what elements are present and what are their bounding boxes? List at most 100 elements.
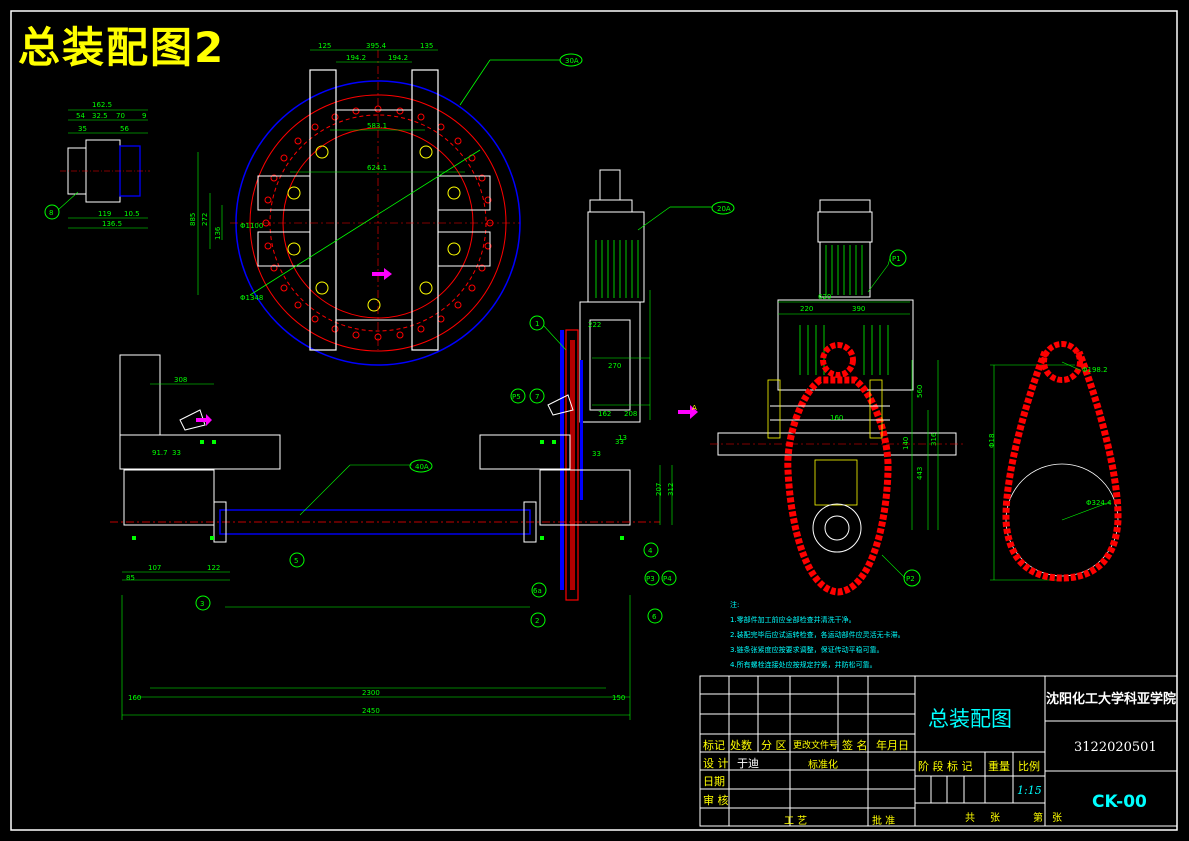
dim-front-107: 107 xyxy=(148,564,161,572)
dim-small-54: 54 xyxy=(76,112,85,120)
title-block-code-number: 3122020501 xyxy=(1074,740,1157,755)
check-label: 审 核 xyxy=(703,794,729,807)
dim-624: 624.1 xyxy=(367,164,387,172)
dim-chain-620: 620 xyxy=(818,293,831,301)
dim-small-162: 162.5 xyxy=(92,101,112,109)
callout-20a: 20A xyxy=(717,205,731,213)
dim-front-91: 91.7 xyxy=(152,449,168,457)
note-line: 1.零部件加工前应全部检查并清洗干净。 xyxy=(730,616,856,624)
callout-6a: 6a xyxy=(533,587,542,595)
dim-chain-560: 560 xyxy=(916,385,924,398)
title-block-drawing-code: CK-00 xyxy=(1092,792,1147,812)
approve-label: 批 准 xyxy=(872,816,896,827)
note-line: 3.链条张紧度应按要求调整，保证传动平稳可靠。 xyxy=(730,646,884,654)
design-label: 设 计 xyxy=(703,757,729,770)
dim-small-70: 70 xyxy=(116,112,125,120)
title-block-school: 沈阳化工大学科亚学院 xyxy=(1046,692,1177,707)
callout-p5: P5 xyxy=(512,393,521,401)
callout-7: 7 xyxy=(535,393,539,401)
callout-a: A xyxy=(692,404,697,412)
dim-272: 272 xyxy=(201,213,209,226)
dim-front-33b: 33 xyxy=(615,438,624,446)
dim-135: 135 xyxy=(420,42,433,50)
dim-125: 125 xyxy=(318,42,331,50)
dim-front-312: 312 xyxy=(667,483,675,496)
dim-loop-198: Φ198.2 xyxy=(1082,366,1108,374)
chain-loop-view xyxy=(990,341,1122,582)
page-label: 第 xyxy=(1033,813,1043,824)
dim-chain-443: 443 xyxy=(916,467,924,480)
total-label: 共 xyxy=(965,813,975,824)
header-count: 处数 xyxy=(730,739,752,752)
dim-loop-324: Φ324.4 xyxy=(1086,499,1112,507)
dim-small-35: 35 xyxy=(78,125,87,133)
notes-heading: 注: xyxy=(730,601,740,609)
top-view xyxy=(197,49,583,366)
dim-395: 395.4 xyxy=(366,42,387,50)
dim-front-122: 122 xyxy=(207,564,220,572)
dim-front-308: 308 xyxy=(174,376,187,384)
dim-side-162: 162 xyxy=(598,410,611,418)
callout-p1: P1 xyxy=(892,255,901,263)
callout-3: 3 xyxy=(200,600,204,608)
dim-583: 583.1 xyxy=(367,122,387,130)
dim-194b: 194.2 xyxy=(388,54,408,62)
stage-label: 阶 段 标 记 xyxy=(918,760,973,773)
dim-front-2450: 2450 xyxy=(362,707,380,715)
standardization-label: 标准化 xyxy=(808,760,838,771)
notes-block: 注: 1.零部件加工前应全部检查并清洗干净。 2.装配完毕后应试运转检查，各运动… xyxy=(730,598,905,673)
big-title: 总装配图2 xyxy=(18,23,226,72)
callout-30a: 30A xyxy=(565,57,579,65)
dim-small-56: 56 xyxy=(120,125,129,133)
ratio-label: 比例 xyxy=(1018,760,1040,773)
chain-view xyxy=(710,199,965,596)
dim-loop-18: Φ18 xyxy=(988,434,996,448)
dim-small-119: 119 xyxy=(98,210,111,218)
weight-label: 重量 xyxy=(988,760,1010,773)
dim-front-160: 160 xyxy=(128,694,141,702)
dim-front-33c: 33 xyxy=(592,450,601,458)
dim-1100: Φ1100 xyxy=(240,222,263,230)
dim-small-136: 136.5 xyxy=(102,220,122,228)
callout-4: 4 xyxy=(648,547,653,555)
callout-2: 2 xyxy=(535,617,539,625)
dim-chain-140: 140 xyxy=(902,437,910,450)
title-block-scale: 1:15 xyxy=(1017,784,1042,797)
callout-6: 6 xyxy=(652,613,657,621)
dim-885: 885 xyxy=(189,213,197,226)
dim-small-32: 32.5 xyxy=(92,112,108,120)
callout-p3: P3 xyxy=(646,575,655,583)
dim-small-9: 9 xyxy=(142,112,146,120)
front-view xyxy=(110,354,677,720)
dim-front-85: 85 xyxy=(126,574,135,582)
dim-chain-160: 160 xyxy=(830,414,843,422)
callout-8: 8 xyxy=(49,209,53,217)
header-mark: 标记 xyxy=(703,739,725,752)
dim-chain-316: 316 xyxy=(930,432,938,446)
dim-side-13: 13 xyxy=(618,434,627,442)
note-line: 2.装配完毕后应试运转检查，各运动部件应灵活无卡滞。 xyxy=(730,631,905,639)
process-label: 工 艺 xyxy=(784,816,808,827)
dim-front-33a: 33 xyxy=(172,449,181,457)
small-detail-view xyxy=(44,109,150,229)
callout-5: 5 xyxy=(294,557,298,565)
dim-front-2300: 2300 xyxy=(362,689,380,697)
dim-chain-220: 220 xyxy=(800,305,813,313)
dim-side-270: 270 xyxy=(608,362,621,370)
dim-1348: Φ1348 xyxy=(240,294,263,302)
dim-side-222: 222 xyxy=(588,321,601,329)
side-view xyxy=(510,169,735,601)
header-zone: 分 区 xyxy=(761,739,787,752)
header-signature: 签 名 xyxy=(842,739,868,752)
page-sheet-label: 张 xyxy=(1052,813,1062,824)
header-change-doc: 更改文件号 xyxy=(793,741,839,751)
dim-front-40a: 40A xyxy=(415,463,429,471)
dim-chain-390: 390 xyxy=(852,305,865,313)
dim-136: 136 xyxy=(214,226,222,240)
callout-p4: P4 xyxy=(663,575,672,583)
date-label: 日期 xyxy=(703,775,725,788)
dim-side-208: 208 xyxy=(624,410,637,418)
designer-name: 于迪 xyxy=(737,757,759,770)
dim-small-10: 10.5 xyxy=(124,210,140,218)
